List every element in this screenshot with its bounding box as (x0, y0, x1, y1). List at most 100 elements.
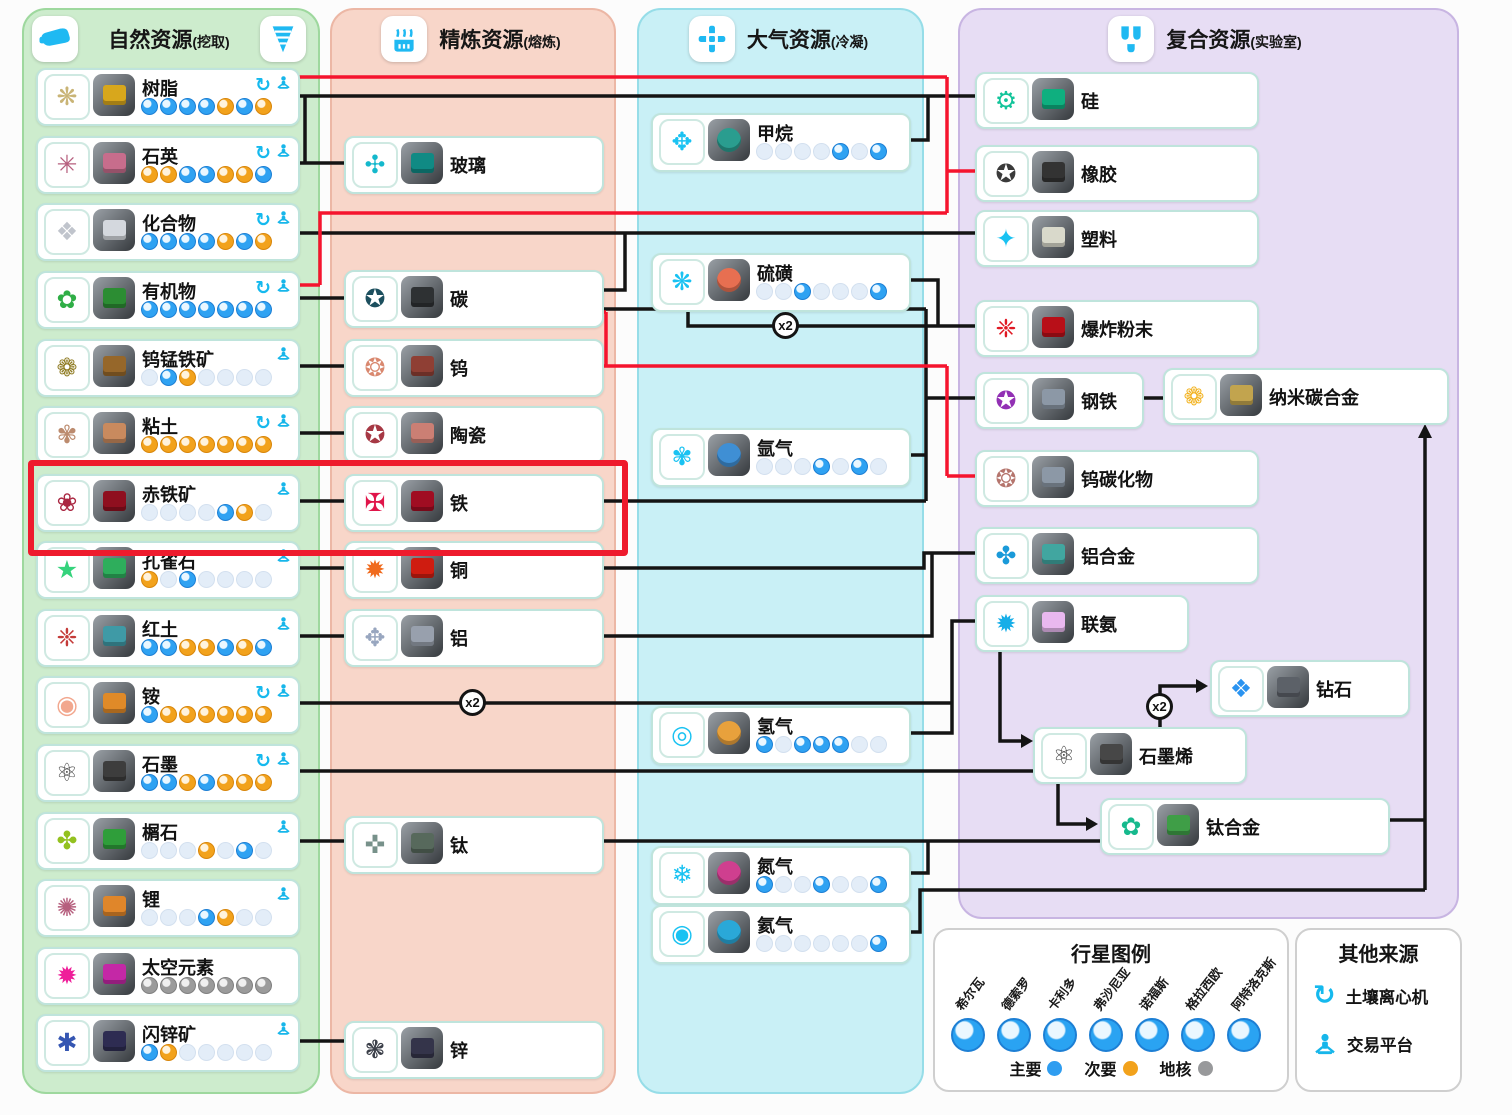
resource-item: ✠铁 (344, 474, 604, 532)
planet-dot (198, 504, 215, 521)
resource-name: 石墨 (142, 755, 178, 775)
resource-thumbnail (1032, 151, 1074, 193)
planet-dot (198, 639, 215, 656)
planet-icon (997, 1018, 1031, 1052)
resource-name: 钻石 (1316, 680, 1352, 700)
planet-dot (179, 571, 196, 588)
planet-dot (160, 369, 177, 386)
planet-dot (217, 1044, 234, 1061)
planet-availability-dots (141, 369, 272, 386)
condenser-icon (688, 16, 735, 62)
planet-dot (160, 504, 177, 521)
planet-name: 弗沙尼亚 (1091, 965, 1134, 1014)
planet-dot (870, 143, 887, 160)
resource-name: 氢气 (757, 717, 793, 737)
planet-icon (1135, 1018, 1169, 1052)
planet-dot (141, 504, 158, 521)
planet-dot (198, 774, 215, 791)
planet-dot (179, 233, 196, 250)
other-source-label: 交易平台 (1347, 1037, 1413, 1055)
resource-item: ✳石英↻ (36, 136, 300, 194)
resource-item: ✪碳 (344, 270, 604, 328)
resource-name: 石墨烯 (1139, 747, 1193, 767)
resource-type-icon: ✱ (44, 1020, 90, 1066)
resource-item: ✪ 橡胶 (975, 145, 1259, 202)
resource-name: 闪锌矿 (142, 1025, 196, 1045)
other-sources-title: 其他来源 (1338, 944, 1419, 966)
resource-name: 硫磺 (757, 264, 793, 284)
planet-dot (198, 301, 215, 318)
resource-type-icon: ✪ (352, 276, 398, 322)
planet-dot (870, 935, 887, 952)
planet-dot (179, 977, 196, 994)
soil-centrifuge-icon: ↻ (255, 682, 271, 704)
resource-name: 赤铁矿 (142, 485, 196, 505)
planet-dot (217, 571, 234, 588)
resource-type-icon: ★ (44, 547, 90, 593)
resource-thumbnail (93, 1020, 135, 1062)
planet-dot (813, 935, 830, 952)
resource-thumbnail (93, 277, 135, 319)
trade-platform-icon (276, 683, 291, 703)
resource-type-icon: ❁ (1171, 374, 1217, 420)
planet-availability-dots (141, 436, 272, 453)
resource-type-icon: ✿ (1108, 804, 1154, 850)
planet-dot (198, 166, 215, 183)
resource-name: 粘土 (142, 417, 178, 437)
planet-legend-item: 卡利多 (1041, 970, 1081, 1052)
planet-dot (870, 458, 887, 475)
planet-dot (217, 369, 234, 386)
resource-item: ✱ 闪锌矿 (36, 1014, 300, 1072)
trade-platform-icon (276, 481, 291, 501)
other-source-row: 交易平台 (1313, 1032, 1413, 1056)
availability-levels: 主要次要地核 (935, 1056, 1287, 1080)
drill-icon (260, 16, 306, 62)
resource-thumbnail (93, 345, 135, 387)
resource-type-icon: ❁ (44, 345, 90, 391)
planet-dot (179, 842, 196, 859)
resource-type-icon: ❖ (1218, 666, 1264, 712)
resource-item: ✹铜 (344, 541, 604, 599)
planet-dot (236, 977, 253, 994)
planet-dot (756, 458, 773, 475)
resource-thumbnail (93, 412, 135, 454)
planet-availability-dots (141, 706, 272, 723)
resource-name: 橡胶 (1081, 165, 1117, 185)
planet-availability-dots (141, 571, 272, 588)
planet-dot (794, 876, 811, 893)
planet-dot (255, 774, 272, 791)
resource-item: ❂钨 (344, 339, 604, 397)
resource-item: ✹联氨 (975, 595, 1189, 652)
resource-item: ✥铝 (344, 609, 604, 667)
resource-thumbnail (1220, 374, 1262, 416)
resource-type-icon: ❂ (352, 345, 398, 391)
planet-dot (198, 909, 215, 926)
planet-dot (255, 571, 272, 588)
planet-dot (160, 98, 177, 115)
resource-item: ✣玻璃 (344, 136, 604, 194)
resource-thumbnail (401, 345, 443, 387)
resource-name: 树脂 (142, 79, 178, 99)
resource-name: 爆炸粉末 (1081, 320, 1153, 340)
resource-name: 钛 (450, 836, 468, 856)
resource-item: ❃锌 (344, 1021, 604, 1079)
resource-type-icon: ✥ (659, 119, 705, 165)
resource-name: 铝合金 (1081, 547, 1135, 567)
planet-dot (160, 774, 177, 791)
planet-dot (813, 876, 830, 893)
planet-legend-panel: 行星图例 希尔瓦德索罗卡利多弗沙尼亚诺福斯格拉西欧阿特洛克斯 主要次要地核 (933, 928, 1289, 1092)
resource-thumbnail (1032, 306, 1074, 348)
planet-icon (1043, 1018, 1077, 1052)
planet-legend-item: 德索罗 (995, 970, 1035, 1052)
planet-dot (236, 98, 253, 115)
planet-dot (236, 909, 253, 926)
planet-dot (198, 842, 215, 859)
planet-dot (775, 876, 792, 893)
planet-dot (217, 166, 234, 183)
planet-dot (756, 736, 773, 753)
planet-name: 格拉西欧 (1183, 965, 1226, 1014)
resource-type-icon: ✪ (983, 151, 1029, 197)
resource-item: ✜钛 (344, 816, 604, 874)
planet-dot (160, 166, 177, 183)
planet-dot (255, 706, 272, 723)
